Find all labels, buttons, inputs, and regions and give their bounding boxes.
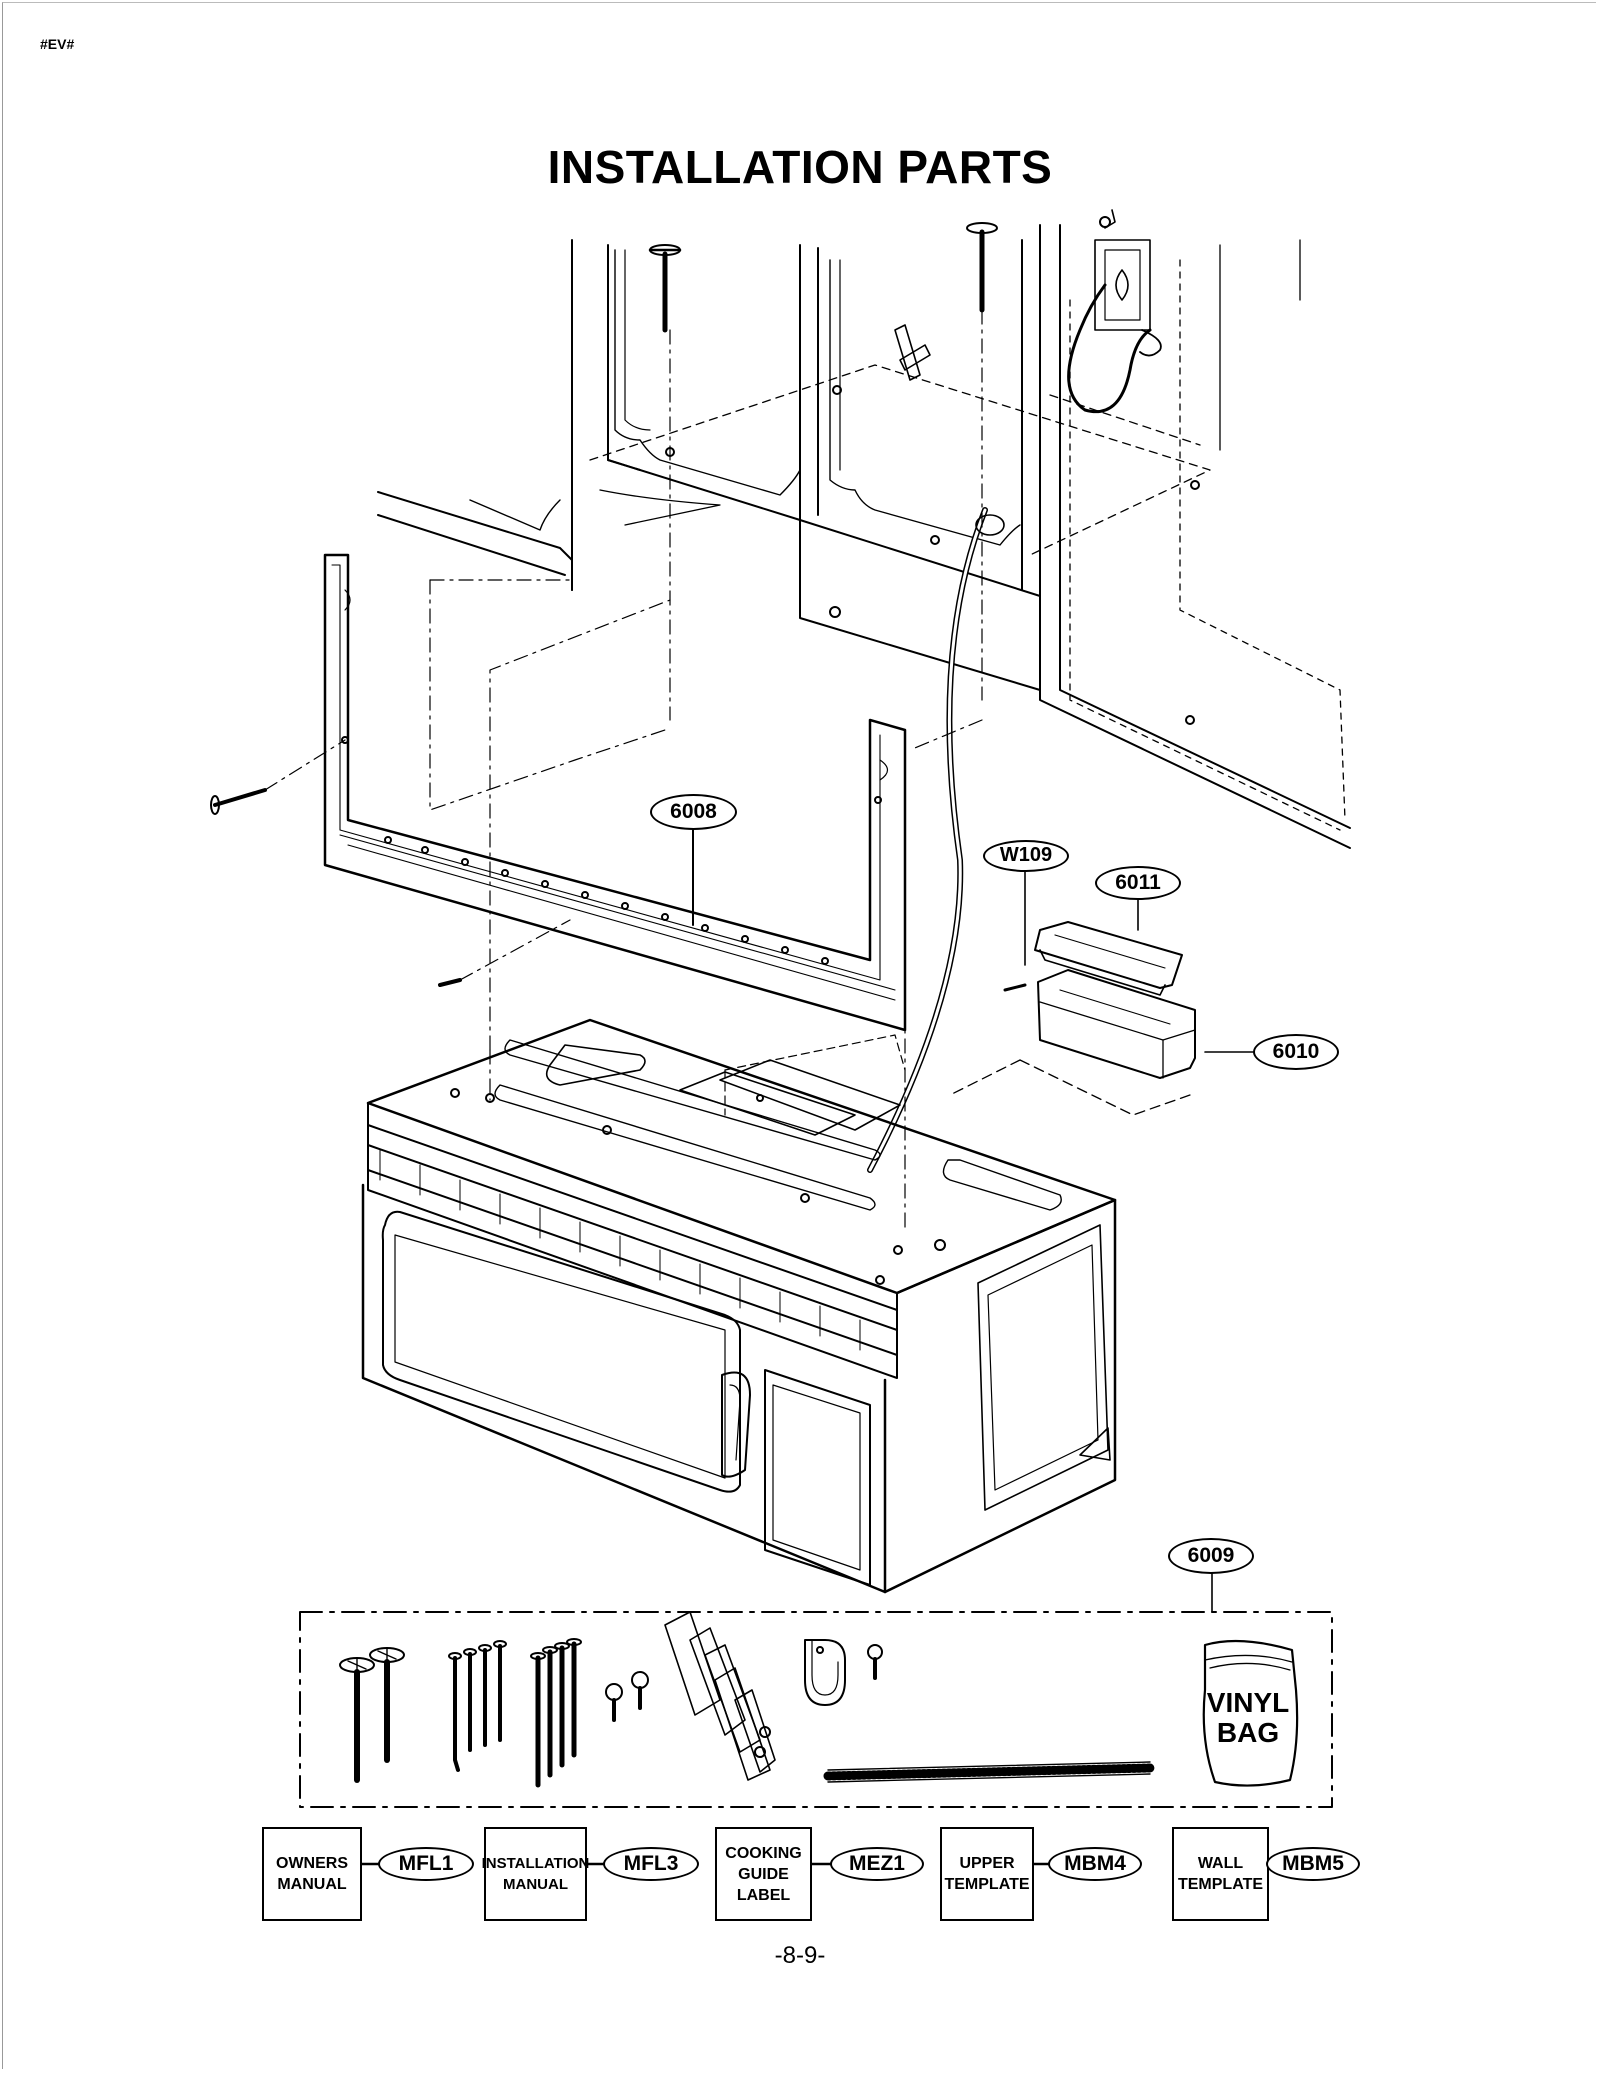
vinyl-bag-label: VINYL BAG bbox=[1206, 1687, 1290, 1748]
page-title: INSTALLATION PARTS bbox=[547, 141, 1053, 193]
page-number: -8-9- bbox=[774, 1942, 826, 1969]
kit-toggle-bolts bbox=[530, 1638, 582, 1788]
doc-code-upper-template: MBM4 bbox=[1048, 1847, 1142, 1881]
doc-box-installation-manual: INSTALLATION MANUAL bbox=[481, 1827, 590, 1921]
kit-spring bbox=[823, 1761, 1155, 1783]
doc-box-wall-template: WALL TEMPLATE bbox=[1172, 1827, 1269, 1921]
kit-toggle-wings bbox=[664, 1611, 776, 1781]
mounting-plate bbox=[210, 553, 983, 1231]
damper-case bbox=[949, 969, 1196, 1116]
doc-code-wall-template: MBM5 bbox=[1266, 1847, 1360, 1881]
installation-kit-outline bbox=[299, 1611, 1333, 1808]
doc-box-cooking-guide-label: COOKING GUIDE LABEL bbox=[715, 1827, 812, 1921]
callout-damper-case: 6010 bbox=[1253, 1034, 1339, 1070]
doc-code-installation-manual: MFL3 bbox=[603, 1847, 699, 1881]
kit-long-bolts bbox=[339, 1647, 405, 1783]
callout-installation-kit: 6009 bbox=[1168, 1538, 1254, 1574]
kit-small-screws bbox=[605, 1644, 883, 1722]
doc-code-owners-manual: MFL1 bbox=[378, 1847, 474, 1881]
doc-box-owners-manual: OWNERS MANUAL bbox=[262, 1827, 362, 1921]
kit-vinyl-bag bbox=[1202, 1639, 1299, 1787]
wall-outlet-and-cord bbox=[867, 209, 1162, 1173]
callout-mounting-plate: 6008 bbox=[650, 794, 737, 830]
damper-plate bbox=[1034, 921, 1183, 996]
doc-label-owners-manual: OWNERS MANUAL bbox=[276, 1855, 348, 1893]
kit-cord-clamp bbox=[804, 1639, 846, 1706]
doc-label-cooking-guide-label: COOKING GUIDE LABEL bbox=[725, 1844, 802, 1904]
doc-label-wall-template: WALL TEMPLATE bbox=[1177, 1855, 1264, 1893]
top-bolts bbox=[648, 222, 998, 721]
document-tag: #EV# bbox=[40, 36, 75, 52]
doc-code-cooking-guide-label: MEZ1 bbox=[830, 1847, 924, 1881]
callout-screw: W109 bbox=[983, 840, 1069, 872]
upper-cabinets bbox=[377, 224, 1351, 849]
doc-box-upper-template: UPPER TEMPLATE bbox=[940, 1827, 1034, 1921]
doc-label-installation-manual: INSTALLATION MANUAL bbox=[481, 1855, 590, 1893]
microwave-oven bbox=[361, 1018, 1117, 1594]
doc-label-upper-template: UPPER TEMPLATE bbox=[944, 1855, 1030, 1893]
callout-damper-plate: 6011 bbox=[1095, 866, 1181, 900]
kit-wood-screws bbox=[448, 1640, 507, 1772]
